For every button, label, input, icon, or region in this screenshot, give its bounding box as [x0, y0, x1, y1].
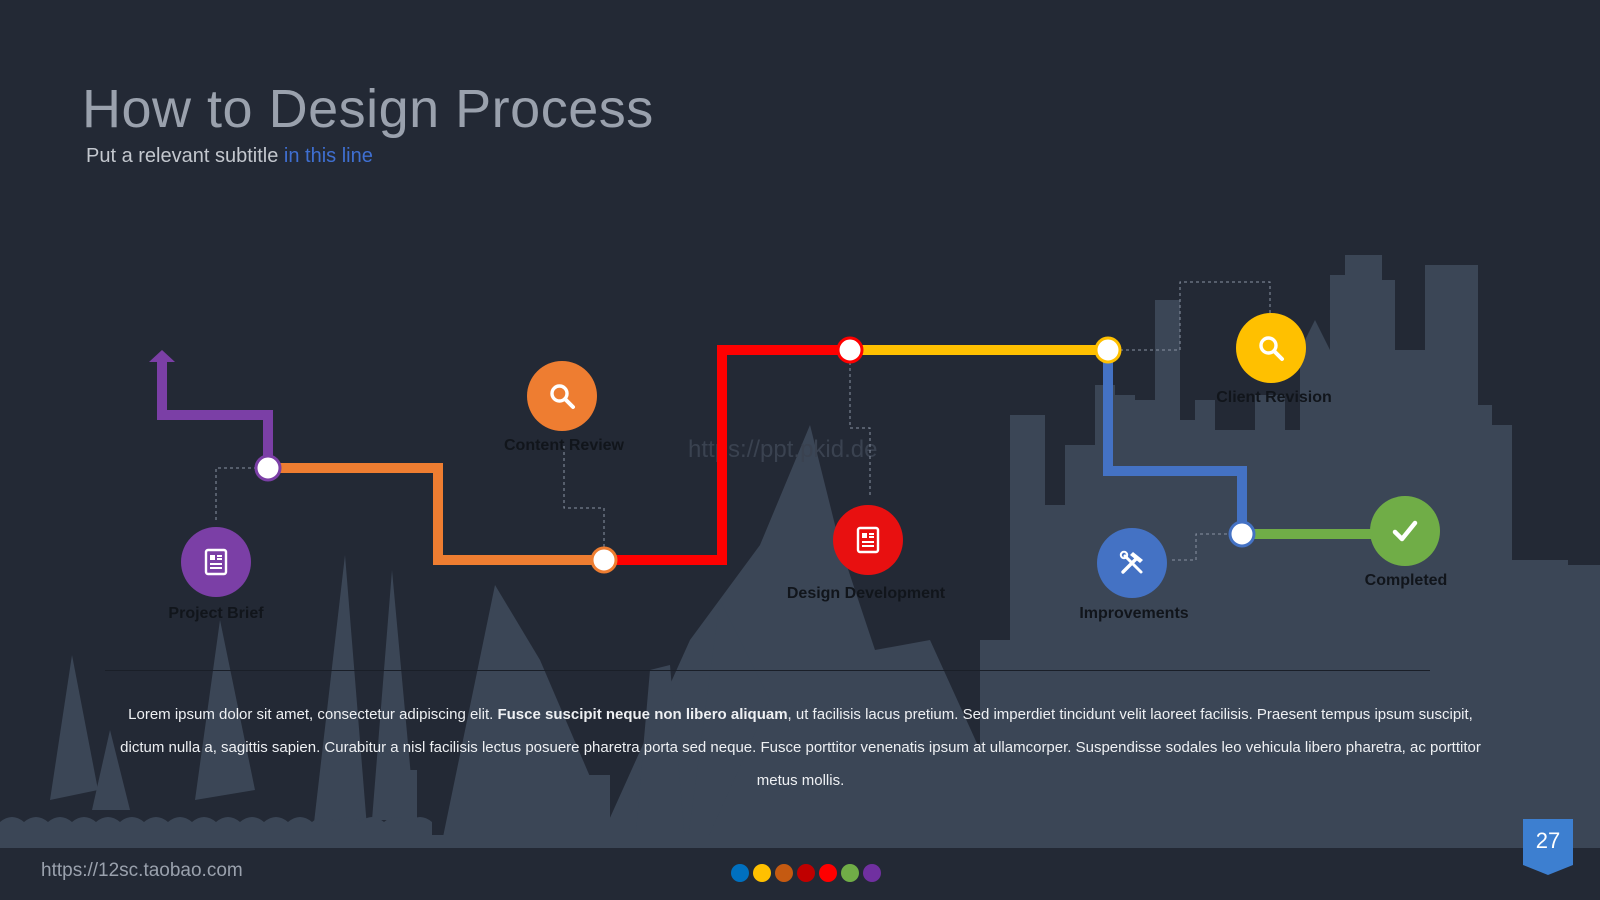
step-content-review-node	[527, 361, 597, 431]
path-junction-5	[1228, 520, 1256, 548]
color-dot-1	[731, 864, 749, 882]
body-text: Lorem ipsum dolor sit amet, consectetur …	[118, 698, 1483, 797]
step-improvements-node	[1097, 528, 1167, 598]
page-number: 27	[1535, 828, 1561, 853]
color-dot-3	[775, 864, 793, 882]
step-project-brief-node	[181, 527, 251, 597]
footer-url: https://12sc.taobao.com	[41, 860, 243, 881]
search-icon	[1259, 336, 1284, 361]
body-text-end: , ut facilisis lacus pretium. Sed imperd…	[120, 706, 1481, 789]
path-segment-purple	[157, 360, 273, 468]
step-completed-node	[1370, 496, 1440, 566]
path-arrow-head	[149, 350, 175, 362]
path-segment-blue	[1103, 350, 1247, 534]
color-dot-5	[819, 864, 837, 882]
step-content-review-label: Content Review	[503, 437, 624, 454]
path-junction-2	[590, 546, 618, 574]
color-dot-4	[797, 864, 815, 882]
tools-icon	[1119, 550, 1143, 574]
step-completed-label: Completed	[1364, 572, 1448, 589]
step-design-development-label: Design Development	[786, 585, 946, 602]
body-text-bold: Fusce suscipit neque non libero aliquam	[497, 706, 788, 723]
color-dot-7	[863, 864, 881, 882]
document-icon	[856, 526, 880, 554]
color-dots	[731, 864, 881, 882]
step-project-brief-label: Project Brief	[168, 605, 264, 622]
path-junction-3	[836, 336, 864, 364]
path-junction-1	[254, 454, 282, 482]
step-client-revision-node	[1236, 313, 1306, 383]
subtitle-main: Put a relevant subtitle	[86, 145, 284, 167]
path-segment-red	[604, 345, 850, 565]
step-design-development-node	[833, 505, 903, 575]
search-icon	[550, 384, 575, 409]
step-client-revision-label: Client Revision	[1216, 389, 1332, 406]
dashed-connectors	[215, 281, 1271, 561]
slide-title: How to Design Process	[82, 79, 654, 139]
path-segment-orange	[268, 463, 604, 565]
path-junction-4	[1094, 336, 1122, 364]
body-text-start: Lorem ipsum dolor sit amet, consectetur …	[128, 706, 498, 723]
page-number-badge	[1523, 819, 1573, 875]
subtitle-highlight: in this line	[283, 145, 373, 167]
divider-line	[105, 670, 1430, 671]
slide-subtitle: Put a relevant subtitle in this line	[86, 145, 373, 168]
color-dot-6	[841, 864, 859, 882]
document-icon	[204, 548, 228, 576]
step-improvements-label: Improvements	[1079, 605, 1189, 622]
check-icon	[1392, 520, 1418, 542]
color-dot-2	[753, 864, 771, 882]
